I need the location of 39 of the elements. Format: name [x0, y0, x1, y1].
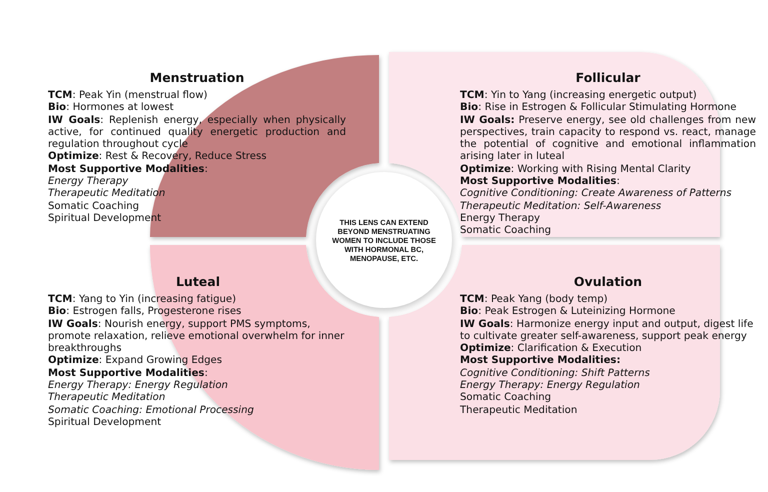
- phase-detail: TCM: Peak Yin (menstrual flow): [48, 90, 208, 102]
- phase-detail: Optimize: Clarification & Execution: [460, 343, 643, 355]
- phase-detail: Therapeutic Meditation: [48, 392, 166, 405]
- phase-detail: Optimize: Rest & Recovery, Reduce Stress: [48, 151, 268, 164]
- phase-detail: Energy Therapy: Energy Regulation: [48, 380, 229, 392]
- phase-detail: IW Goals: Nourish energy, support PMS symptoms, promote relaxation, relieve emotional overwhelm for inner breakthroughs: [48, 318, 346, 355]
- phase-detail: Somatic Coaching: Emotional Processing: [48, 404, 255, 417]
- phase-title: Luteal: [174, 274, 222, 289]
- phase-detail: TCM: Yin to Yang (increasing energetic output): [460, 90, 698, 102]
- phase-title: Follicular: [574, 70, 642, 85]
- phase-detail: IW Goals: Harmonize energy input and output, digest life to cultivate greater self-awareness, support peak energy: [460, 318, 754, 343]
- phase-detail: Energy Therapy: Energy Regulation: [460, 380, 641, 392]
- phase-detail: TCM: Yang to Yin (increasing fatigue): [48, 294, 238, 306]
- phase-title: Menstruation: [148, 70, 246, 85]
- phase-detail: Spiritual Development: [48, 416, 162, 430]
- phase-detail: Most Supportive Modalities:: [48, 368, 209, 380]
- phase-detail: Optimize: Expand Growing Edges: [48, 355, 224, 368]
- phase-detail: Somatic Coaching: [460, 225, 552, 238]
- phase-detail: Cognitive Conditioning: Shift Patterns: [460, 368, 651, 380]
- phase-detail: Somatic Coaching: [48, 200, 140, 213]
- phase-detail: Somatic Coaching: [460, 392, 552, 405]
- phase-detail: IW Goals: Preserve energy, see old challenges from new perspectives, train capacity to respond vs. react, manage the potential of cognitive and emotional inflammation arising later in luteal: [460, 114, 756, 164]
- phase-detail: Optimize: Working with Rising Mental Clarity: [460, 164, 692, 176]
- phase-detail: Cognitive Conditioning: Create Awareness of Patterns: [460, 188, 733, 201]
- phase-detail: Bio: Hormones at lowest: [48, 102, 175, 115]
- phase-detail: Energy Therapy: [48, 176, 130, 188]
- phase-detail: IW Goals: Replenish energy, especially when physically active, for continued quality energetic production and regulation throughout cycle: [48, 114, 346, 151]
- phase-detail: Energy Therapy: [460, 212, 542, 225]
- phase-detail: Therapeutic Meditation: [460, 404, 578, 417]
- phase-detail: Therapeutic Meditation: [48, 188, 166, 201]
- phase-detail: Therapeutic Meditation: Self-Awareness: [460, 200, 662, 213]
- phase-detail: Most Supportive Modalities:: [460, 176, 621, 188]
- center-circle: [316, 172, 452, 308]
- phase-detail: TCM: Peak Yang (body temp): [460, 294, 609, 306]
- phase-detail: Most Supportive Modalities:: [460, 355, 622, 368]
- phase-title: Ovulation: [572, 274, 644, 289]
- phase-detail: Bio: Rise in Estrogen & Follicular Stimulating Hormone: [460, 102, 738, 115]
- phase-detail: Bio: Peak Estrogen & Luteinizing Hormone: [460, 306, 676, 319]
- phase-detail: Bio: Estrogen falls, Progesterone rises: [48, 306, 242, 319]
